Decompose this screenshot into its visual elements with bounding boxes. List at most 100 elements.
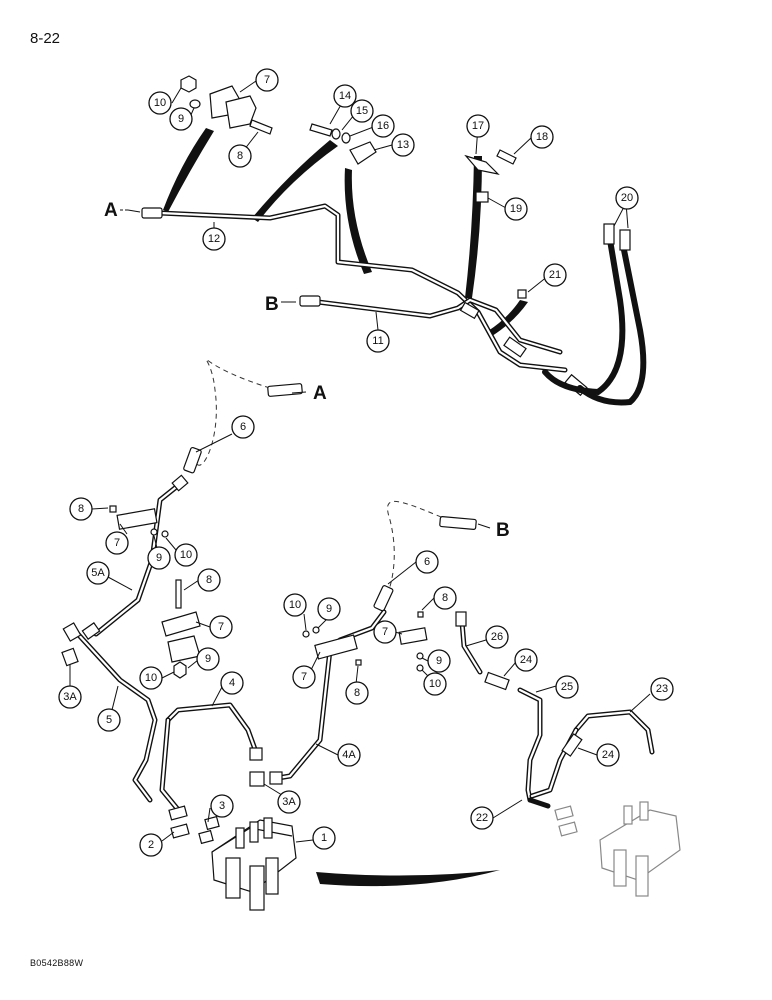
callout-9: 9: [169, 107, 193, 131]
svg-text:25: 25: [561, 681, 573, 693]
clamp-13: [349, 141, 377, 165]
nut-19: [475, 191, 489, 203]
svg-text:5: 5: [106, 714, 112, 726]
bolt-18: [496, 149, 517, 165]
callout-9-4a: 9: [317, 597, 341, 621]
svg-text:18: 18: [536, 131, 548, 143]
callout-6-right: 6: [415, 550, 439, 574]
svg-text:26: 26: [491, 631, 503, 643]
callout-25: 25: [555, 675, 579, 699]
svg-text:7: 7: [264, 74, 270, 86]
tube-23: [529, 709, 655, 799]
svg-text:A: A: [313, 383, 327, 404]
tube-26: [455, 611, 483, 675]
screw-8-left: [109, 505, 117, 513]
svg-text:7: 7: [301, 671, 307, 683]
svg-text:6: 6: [424, 556, 430, 568]
callout-8-right: 8: [433, 586, 457, 610]
tube-5: [61, 622, 158, 803]
callout-4: 4: [220, 671, 244, 695]
callout-9-mid: 9: [196, 647, 220, 671]
svg-text:3A: 3A: [63, 691, 77, 703]
svg-text:2: 2: [148, 839, 154, 851]
svg-text:21: 21: [549, 269, 561, 281]
callout-5: 5: [97, 708, 121, 732]
callout-21: 21: [543, 263, 567, 287]
leader-wedge: [163, 128, 214, 212]
clip-7-right: [398, 627, 428, 645]
callout-26: 26: [485, 625, 509, 649]
callout-11: 11: [366, 329, 390, 353]
tube-4: [159, 702, 263, 815]
svg-text:20: 20: [621, 192, 633, 204]
svg-text:16: 16: [377, 120, 389, 132]
callout-19: 19: [504, 197, 528, 221]
nut-10: [180, 75, 197, 93]
callout-24-mid: 24: [596, 743, 620, 767]
svg-text:9: 9: [326, 603, 332, 615]
svg-text:10: 10: [429, 678, 441, 690]
svg-text:12: 12: [208, 233, 220, 245]
bolt-14: [309, 123, 333, 137]
svg-text:10: 10: [289, 599, 301, 611]
fitting-3: [198, 815, 220, 845]
clamp-17: [464, 154, 500, 175]
callout-18: 18: [530, 125, 554, 149]
screw-21: [517, 289, 527, 299]
callout-13: 13: [391, 133, 415, 157]
page-number: 8-22: [30, 30, 61, 47]
callout-24-top: 24: [514, 648, 538, 672]
figure-code: B0542B88W: [30, 958, 84, 968]
svg-text:1: 1: [321, 832, 327, 844]
svg-text:5A: 5A: [91, 567, 105, 579]
svg-text:22: 22: [476, 812, 488, 824]
callout-7-left: 7: [105, 531, 129, 555]
tube-25: [517, 687, 551, 809]
bolt-8: [249, 119, 273, 135]
callout-7: 7: [255, 68, 279, 92]
connection-letter-b-top: B: [265, 294, 279, 315]
connection-letter-b-lower: B: [496, 520, 510, 541]
svg-text:24: 24: [602, 749, 614, 761]
fitting: [503, 336, 527, 358]
washer-9-4a: [312, 626, 320, 634]
callout-3a-left: 3A: [58, 685, 82, 709]
screw-8-right: [417, 611, 424, 618]
tube-12: [141, 203, 568, 373]
callout-7-4a: 7: [292, 665, 316, 689]
leader-wedge: [252, 140, 338, 222]
svg-text:3A: 3A: [282, 796, 296, 808]
fitting: [459, 301, 480, 320]
svg-text:15: 15: [356, 105, 368, 117]
washer-9-left: [150, 528, 158, 536]
control-valve-1: [211, 817, 297, 911]
fitting-6-b: [373, 516, 477, 612]
callout-20: 20: [615, 186, 639, 210]
callout-15: 15: [350, 99, 374, 123]
washer-16: [341, 132, 351, 144]
svg-text:8: 8: [206, 574, 212, 586]
connection-line-b: [384, 500, 459, 601]
callout-10-mid: 10: [139, 666, 163, 690]
nut-10-mid: [173, 661, 187, 679]
callout-3a-right: 3A: [277, 790, 301, 814]
callout-17: 17: [466, 114, 490, 138]
callout-10-4a: 10: [283, 593, 307, 617]
clip-7-4a: [314, 634, 358, 660]
leader-wedge: [316, 870, 500, 887]
svg-text:17: 17: [472, 120, 484, 132]
svg-text:13: 13: [397, 139, 409, 151]
clip-7-left: [116, 508, 158, 530]
svg-text:14: 14: [339, 90, 351, 102]
callout-10-right: 10: [423, 672, 447, 696]
leader-wedge: [488, 300, 528, 336]
callout-8: 8: [228, 144, 252, 168]
callout-16: 16: [371, 114, 395, 138]
nut-10-right: [416, 664, 424, 672]
connection-line-a: [194, 358, 271, 466]
clip-7-mid: [161, 611, 201, 663]
callout-3: 3: [210, 794, 234, 818]
leader-wedge: [344, 168, 372, 274]
svg-text:10: 10: [154, 97, 166, 109]
